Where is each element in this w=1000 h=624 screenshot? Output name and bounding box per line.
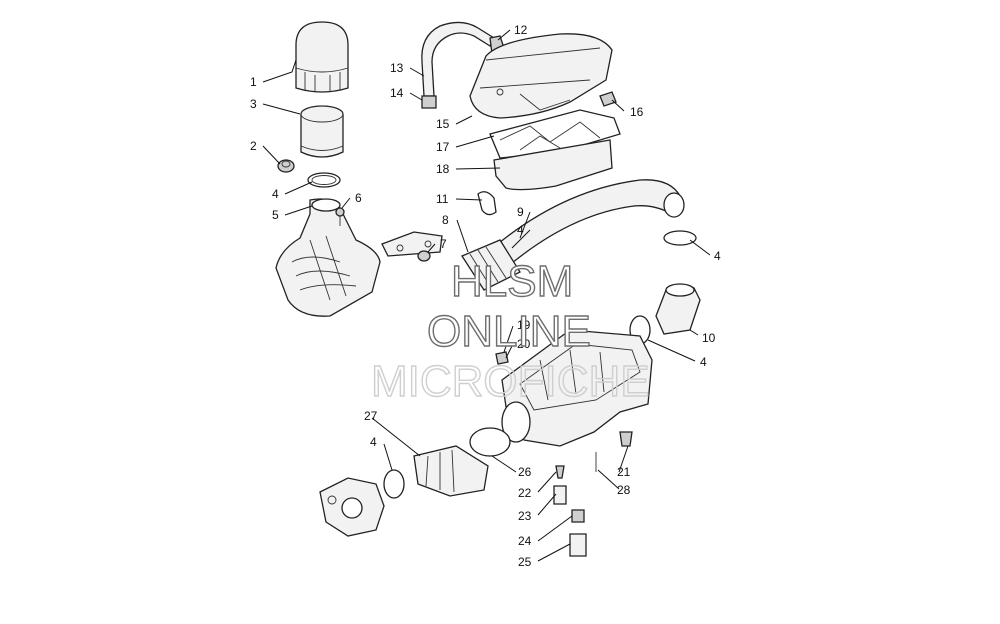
watermark-line-3: MICROFICHE bbox=[371, 357, 650, 406]
callout-14: 14 bbox=[390, 86, 404, 100]
callout-4-right: 4 bbox=[700, 355, 707, 369]
callout-16: 16 bbox=[630, 105, 644, 119]
callout-26: 26 bbox=[518, 465, 532, 479]
airbox-lid-part bbox=[469, 33, 613, 119]
callout-11: 11 bbox=[436, 192, 449, 206]
callout-4-elbow: 4 bbox=[714, 249, 721, 263]
callout-25: 25 bbox=[518, 555, 532, 569]
throttle-body-part bbox=[319, 477, 385, 537]
plug-part-23 bbox=[553, 485, 567, 505]
callout-3: 3 bbox=[250, 97, 257, 111]
clamp-part-throttle bbox=[383, 469, 405, 499]
callout-1: 1 bbox=[250, 75, 257, 89]
throttle-boot-part bbox=[413, 445, 489, 497]
callout-9: 9 bbox=[517, 205, 524, 219]
callout-5: 5 bbox=[272, 208, 279, 222]
drain-tube-part-25 bbox=[569, 533, 587, 557]
leader-lines bbox=[262, 29, 711, 562]
callout-4-throttle: 4 bbox=[370, 435, 377, 449]
clamp-part-upper bbox=[307, 172, 341, 188]
clip-part-16 bbox=[599, 91, 617, 107]
clip-part-14 bbox=[421, 95, 437, 109]
duct-hose-part bbox=[487, 179, 685, 269]
watermark-line-1: HLSM bbox=[451, 257, 573, 306]
callout-23: 23 bbox=[518, 509, 532, 523]
callout-labels: 1 3 2 4 5 6 7 8 9 4 11 13 14 15 17 18 12… bbox=[250, 23, 721, 569]
callout-28: 28 bbox=[617, 483, 631, 497]
main-airbox-part bbox=[501, 329, 653, 447]
callout-22: 22 bbox=[518, 486, 532, 500]
filter-element-part bbox=[300, 105, 344, 158]
watermark-line-2: ONLINE bbox=[427, 307, 591, 356]
callout-4-boot: 4 bbox=[517, 223, 524, 237]
callout-18: 18 bbox=[436, 162, 450, 176]
bracket-part bbox=[381, 231, 443, 257]
callout-21: 21 bbox=[617, 465, 631, 479]
gasket-part bbox=[489, 109, 621, 159]
corrugated-boot-part bbox=[461, 239, 521, 291]
nut-part-7 bbox=[417, 250, 431, 262]
callout-19: 19 bbox=[517, 318, 531, 332]
clamp-part-elbow bbox=[663, 230, 697, 246]
callout-8: 8 bbox=[442, 213, 449, 227]
clamp-part-24 bbox=[571, 509, 585, 523]
clip-part-19 bbox=[495, 351, 509, 365]
callout-4-filter: 4 bbox=[272, 187, 279, 201]
drain-valve-part bbox=[619, 431, 633, 447]
band-clamp-part-26 bbox=[469, 427, 511, 457]
callout-17: 17 bbox=[436, 140, 450, 154]
callout-7: 7 bbox=[440, 237, 447, 251]
callout-10: 10 bbox=[702, 331, 716, 345]
callout-15: 15 bbox=[436, 117, 450, 131]
clip-ring-part-11 bbox=[477, 191, 497, 216]
callout-6: 6 bbox=[355, 191, 362, 205]
screw-part-6 bbox=[335, 207, 345, 226]
fastener-part-22 bbox=[555, 465, 565, 479]
intake-housing-part bbox=[275, 198, 381, 317]
callout-13: 13 bbox=[390, 61, 404, 75]
callout-27: 27 bbox=[364, 409, 378, 423]
callout-20: 20 bbox=[517, 337, 531, 351]
watermark: HLSM ONLINE MICROFICHE bbox=[370, 256, 650, 406]
breather-hose-part bbox=[421, 21, 495, 97]
filter-cover-part bbox=[295, 21, 349, 93]
callout-2: 2 bbox=[250, 139, 257, 153]
airbox-tray-part bbox=[493, 139, 613, 191]
grommet-part bbox=[277, 159, 295, 173]
elbow-part-10 bbox=[655, 283, 701, 335]
callout-24: 24 bbox=[518, 534, 532, 548]
callout-12: 12 bbox=[514, 23, 528, 37]
